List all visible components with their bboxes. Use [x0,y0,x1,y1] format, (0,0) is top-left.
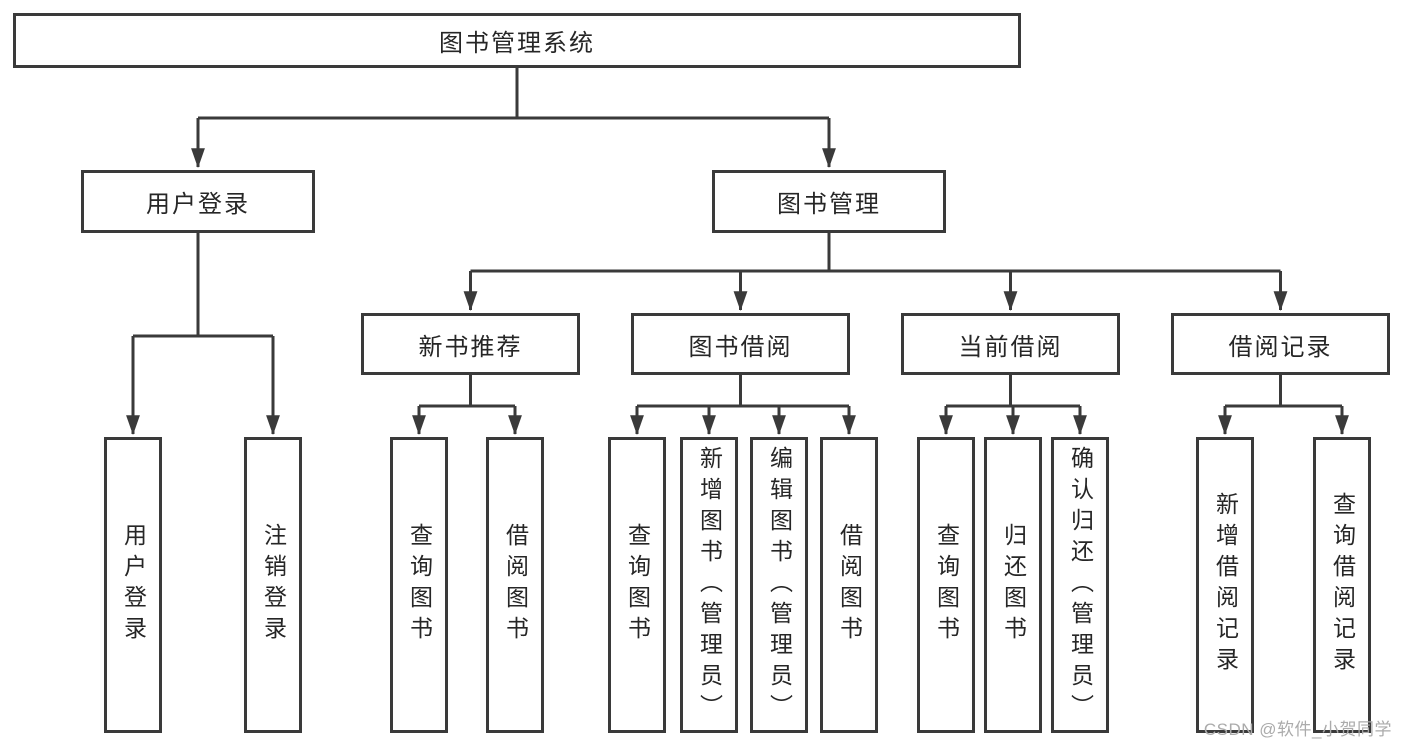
leaf-return-books-label: 归还图书 [1000,523,1027,647]
leaf-logout-login-label: 注销登录 [260,523,287,647]
node-book-borrowing-label: 图书借阅 [688,333,793,361]
leaf-query-borrow-record-label: 查询借阅记录 [1329,492,1356,678]
node-new-book-recommendation-label: 新书推荐 [418,333,523,361]
leaf-logout-login: 注销登录 [244,437,302,733]
leaf-bor-query-books: 查询图书 [608,437,666,733]
node-borrowing-records: 借阅记录 [1171,313,1390,375]
leaf-rec-query-books-label: 查询图书 [406,523,433,647]
leaf-confirm-return-admin-label: 确认归还（管理员） [1067,445,1094,725]
node-new-book-recommendation: 新书推荐 [361,313,580,375]
leaf-rec-query-books: 查询图书 [390,437,448,733]
leaf-add-borrow-record-label: 新增借阅记录 [1212,492,1239,678]
leaf-cur-query-books: 查询图书 [917,437,975,733]
leaf-add-books-admin-label: 新增图书（管理员） [696,445,723,725]
node-current-borrowing-label: 当前借阅 [958,333,1063,361]
node-current-borrowing: 当前借阅 [901,313,1120,375]
leaf-add-books-admin: 新增图书（管理员） [680,437,738,733]
leaf-user-login: 用户登录 [104,437,162,733]
node-user-login-label: 用户登录 [146,191,250,218]
leaf-query-borrow-record: 查询借阅记录 [1313,437,1371,733]
leaf-user-login-label: 用户登录 [120,523,147,647]
leaf-add-borrow-record: 新增借阅记录 [1196,437,1254,733]
leaf-rec-borrow-books-label: 借阅图书 [502,523,529,647]
leaf-bor-borrow-books: 借阅图书 [820,437,878,733]
node-library-system-label: 图书管理系统 [439,30,595,57]
node-library-system: 图书管理系统 [13,13,1021,68]
csdn-watermark: CSDN @软件_小贺同学 [1203,720,1392,739]
node-borrowing-records-label: 借阅记录 [1228,333,1333,361]
leaf-confirm-return-admin: 确认归还（管理员） [1051,437,1109,733]
leaf-edit-books-admin: 编辑图书（管理员） [750,437,808,733]
leaf-bor-query-books-label: 查询图书 [624,523,651,647]
node-user-login: 用户登录 [81,170,315,233]
leaf-edit-books-admin-label: 编辑图书（管理员） [766,445,793,725]
leaf-rec-borrow-books: 借阅图书 [486,437,544,733]
node-book-borrowing: 图书借阅 [631,313,850,375]
leaf-return-books: 归还图书 [984,437,1042,733]
leaf-cur-query-books-label: 查询图书 [933,523,960,647]
node-book-management-label: 图书管理 [777,191,881,218]
leaf-bor-borrow-books-label: 借阅图书 [836,523,863,647]
node-book-management: 图书管理 [712,170,946,233]
